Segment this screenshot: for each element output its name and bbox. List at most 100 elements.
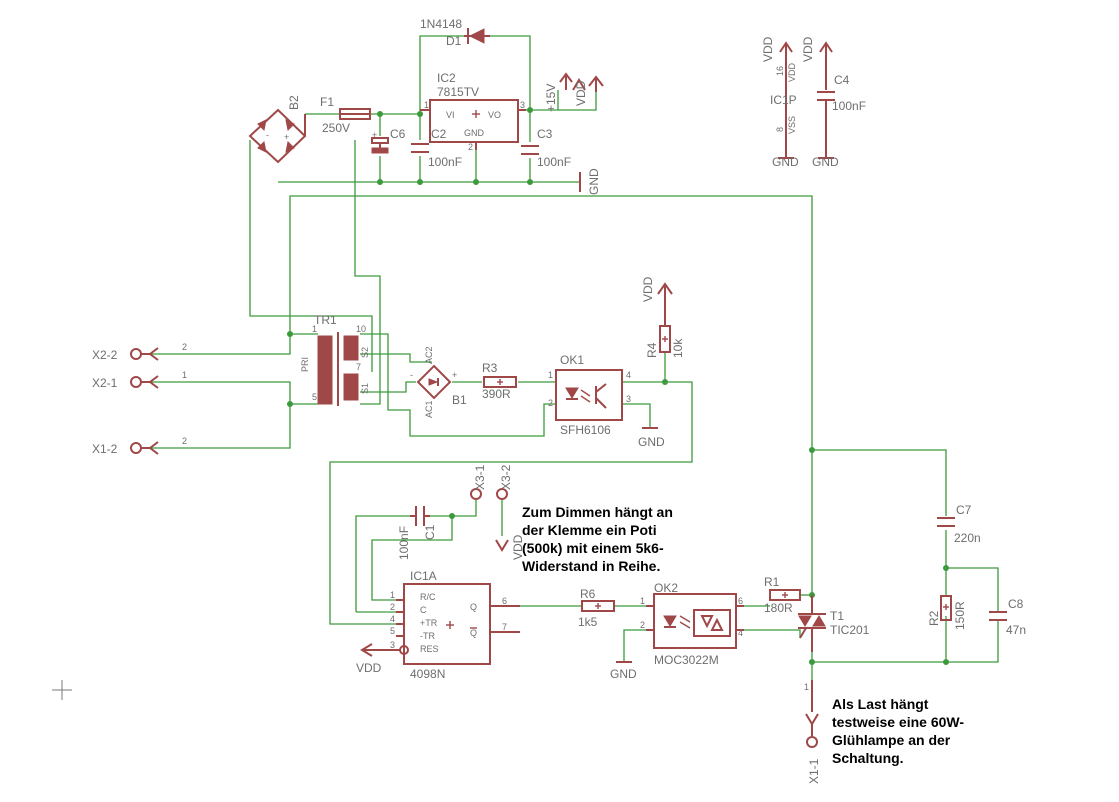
ic1p-vdd-arrow-label: VDD	[761, 36, 775, 62]
terminal-x2-1: X2-1 1	[92, 370, 187, 390]
note-dimmer-line2: der Klemme ein Poti	[522, 522, 657, 538]
x2-2-pin: 2	[182, 342, 187, 352]
supply-15v: +15V	[544, 72, 573, 112]
c3-value-label: 100nF	[537, 155, 571, 169]
ic1p-gnd-label: GND	[772, 155, 799, 169]
terminal-x2-2: X2-2 2	[92, 342, 187, 362]
capacitor-c6: + C6	[371, 127, 406, 154]
ic1a-c-label: C	[420, 605, 427, 615]
r3-value-label: 390R	[482, 387, 511, 401]
svg-text:5: 5	[390, 626, 395, 636]
c4-gnd-label: GND	[812, 155, 839, 169]
svg-text:3: 3	[390, 640, 395, 650]
ground-symbol-ok2: GND	[610, 661, 637, 681]
ic1a-vdd-label: VDD	[356, 661, 382, 675]
note-load-line3: Glühlampe an der	[832, 732, 951, 748]
svg-text:6: 6	[738, 596, 743, 606]
gnd-label-top: GND	[587, 168, 601, 195]
b1-ac2-label: AC2	[424, 346, 434, 364]
tr1-pin1: 1	[312, 324, 317, 334]
supply-vdd-top: VDD	[572, 75, 604, 106]
x2-2-label: X2-2	[92, 348, 118, 362]
tr1-pin10: 10	[356, 324, 366, 334]
b1-minus: -	[410, 370, 413, 380]
ground-symbol-top: GND	[579, 168, 601, 195]
x1-1-label: X1-1	[807, 758, 821, 784]
ic1a-res-label: RES	[420, 644, 439, 654]
note-load-line4: Schaltung.	[832, 750, 904, 766]
c7-name-label: C7	[956, 503, 972, 517]
note-load-line2: testweise eine 60W-	[832, 714, 964, 730]
c1-value-label: 100nF	[397, 526, 411, 560]
svg-text:4: 4	[738, 628, 743, 638]
note-load-line1: Als Last hängt	[832, 696, 929, 712]
terminal-x3-1: X3-1	[470, 464, 487, 500]
svg-text:3: 3	[626, 394, 631, 404]
capacitor-c7: C7 220n	[937, 503, 981, 545]
r4-vdd-label: VDD	[641, 276, 655, 302]
c2-value-label: 100nF	[428, 155, 462, 169]
b1-ac1-label: AC1	[424, 400, 434, 418]
terminal-x3-2: X3-2	[496, 464, 513, 500]
r3-name-label: R3	[482, 361, 498, 375]
c7-value-label: 220n	[954, 531, 981, 545]
ic2-type-label: 7815TV	[437, 85, 479, 99]
note-load: Als Last hängt testweise eine 60W- Glühl…	[832, 696, 964, 766]
c2-name-label: C2	[431, 127, 447, 141]
resistor-r1: R1 180R	[764, 575, 801, 615]
capacitor-c1: 100nF C1	[397, 506, 437, 560]
ic2-pin2: 2	[468, 142, 473, 152]
ic1p-pin8: 8	[775, 127, 785, 132]
triac-t1: T1 TIC201	[798, 595, 870, 652]
ok1-pin1: 1	[548, 370, 553, 380]
ic1a-type-label: 4098N	[410, 667, 445, 681]
monoflop-ic1a: IC1A 4098N R/C C +TR -TR RES Q Q 1 2 4 5…	[356, 569, 520, 681]
transformer-tr1: TR1 PRI S2 S1 1 5 10 7	[300, 313, 370, 406]
ok2-name-label: OK2	[654, 581, 678, 595]
note-dimmer-line1: Zum Dimmen hängt an	[522, 504, 673, 520]
r6-value-label: 1k5	[578, 615, 598, 629]
resistor-r4: VDD R4 10k	[641, 276, 685, 358]
c3-name-label: C3	[537, 127, 553, 141]
vdd-down-label: VDD	[511, 534, 525, 560]
ic1a-name-label: IC1A	[410, 569, 437, 583]
svg-text:+: +	[372, 130, 377, 140]
t1-type-label: TIC201	[830, 623, 870, 637]
tr1-s2-label: S2	[360, 347, 370, 358]
c8-value-label: 47n	[1006, 623, 1026, 637]
x2-1-label: X2-1	[92, 376, 118, 390]
svg-text:7: 7	[502, 622, 507, 632]
b2-name-label: B2	[287, 95, 301, 110]
r1-value-label: 180R	[764, 601, 793, 615]
x2-1-pin: 1	[182, 370, 187, 380]
r1-name-label: R1	[764, 575, 780, 589]
svg-text:4: 4	[390, 614, 395, 624]
c4-vdd-label: VDD	[801, 36, 815, 62]
c4-value-label: 100nF	[832, 99, 866, 113]
c1-name-label: C1	[423, 524, 437, 540]
resistor-r6: R6 1k5	[578, 587, 615, 629]
p15v-label: +15V	[544, 84, 558, 112]
svg-text:2: 2	[390, 602, 395, 612]
ic1p-pin16: 16	[775, 66, 785, 76]
tr1-pin7: 7	[356, 362, 361, 372]
x1-1-pin: 1	[804, 682, 809, 692]
supply-vdd-down: VDD	[495, 534, 525, 560]
tr1-pin5: 5	[312, 392, 317, 402]
vdd-label-top: VDD	[574, 80, 588, 106]
optotriac-ok2: OK2 MOC3022M 1 2 6 4	[640, 581, 744, 667]
ic1a-qn-label: Q	[470, 628, 477, 638]
ok2-gnd-label: GND	[610, 667, 637, 681]
f1-name-label: F1	[320, 95, 334, 109]
x3-1-label: X3-1	[473, 464, 487, 490]
r2-value-label: 150R	[953, 601, 967, 630]
ic2-pin3: 3	[520, 100, 525, 110]
ic2-name-label: IC2	[437, 71, 456, 85]
capacitor-c4: VDD C4 100nF GND	[801, 36, 866, 169]
ic2-vo-label: VO	[488, 110, 501, 120]
r4-name-label: R4	[645, 342, 659, 358]
tr1-name-label: TR1	[314, 313, 337, 327]
ic1p-name-label: IC1P	[770, 93, 797, 107]
svg-text:-: -	[266, 130, 269, 140]
c4-name-label: C4	[834, 73, 850, 87]
